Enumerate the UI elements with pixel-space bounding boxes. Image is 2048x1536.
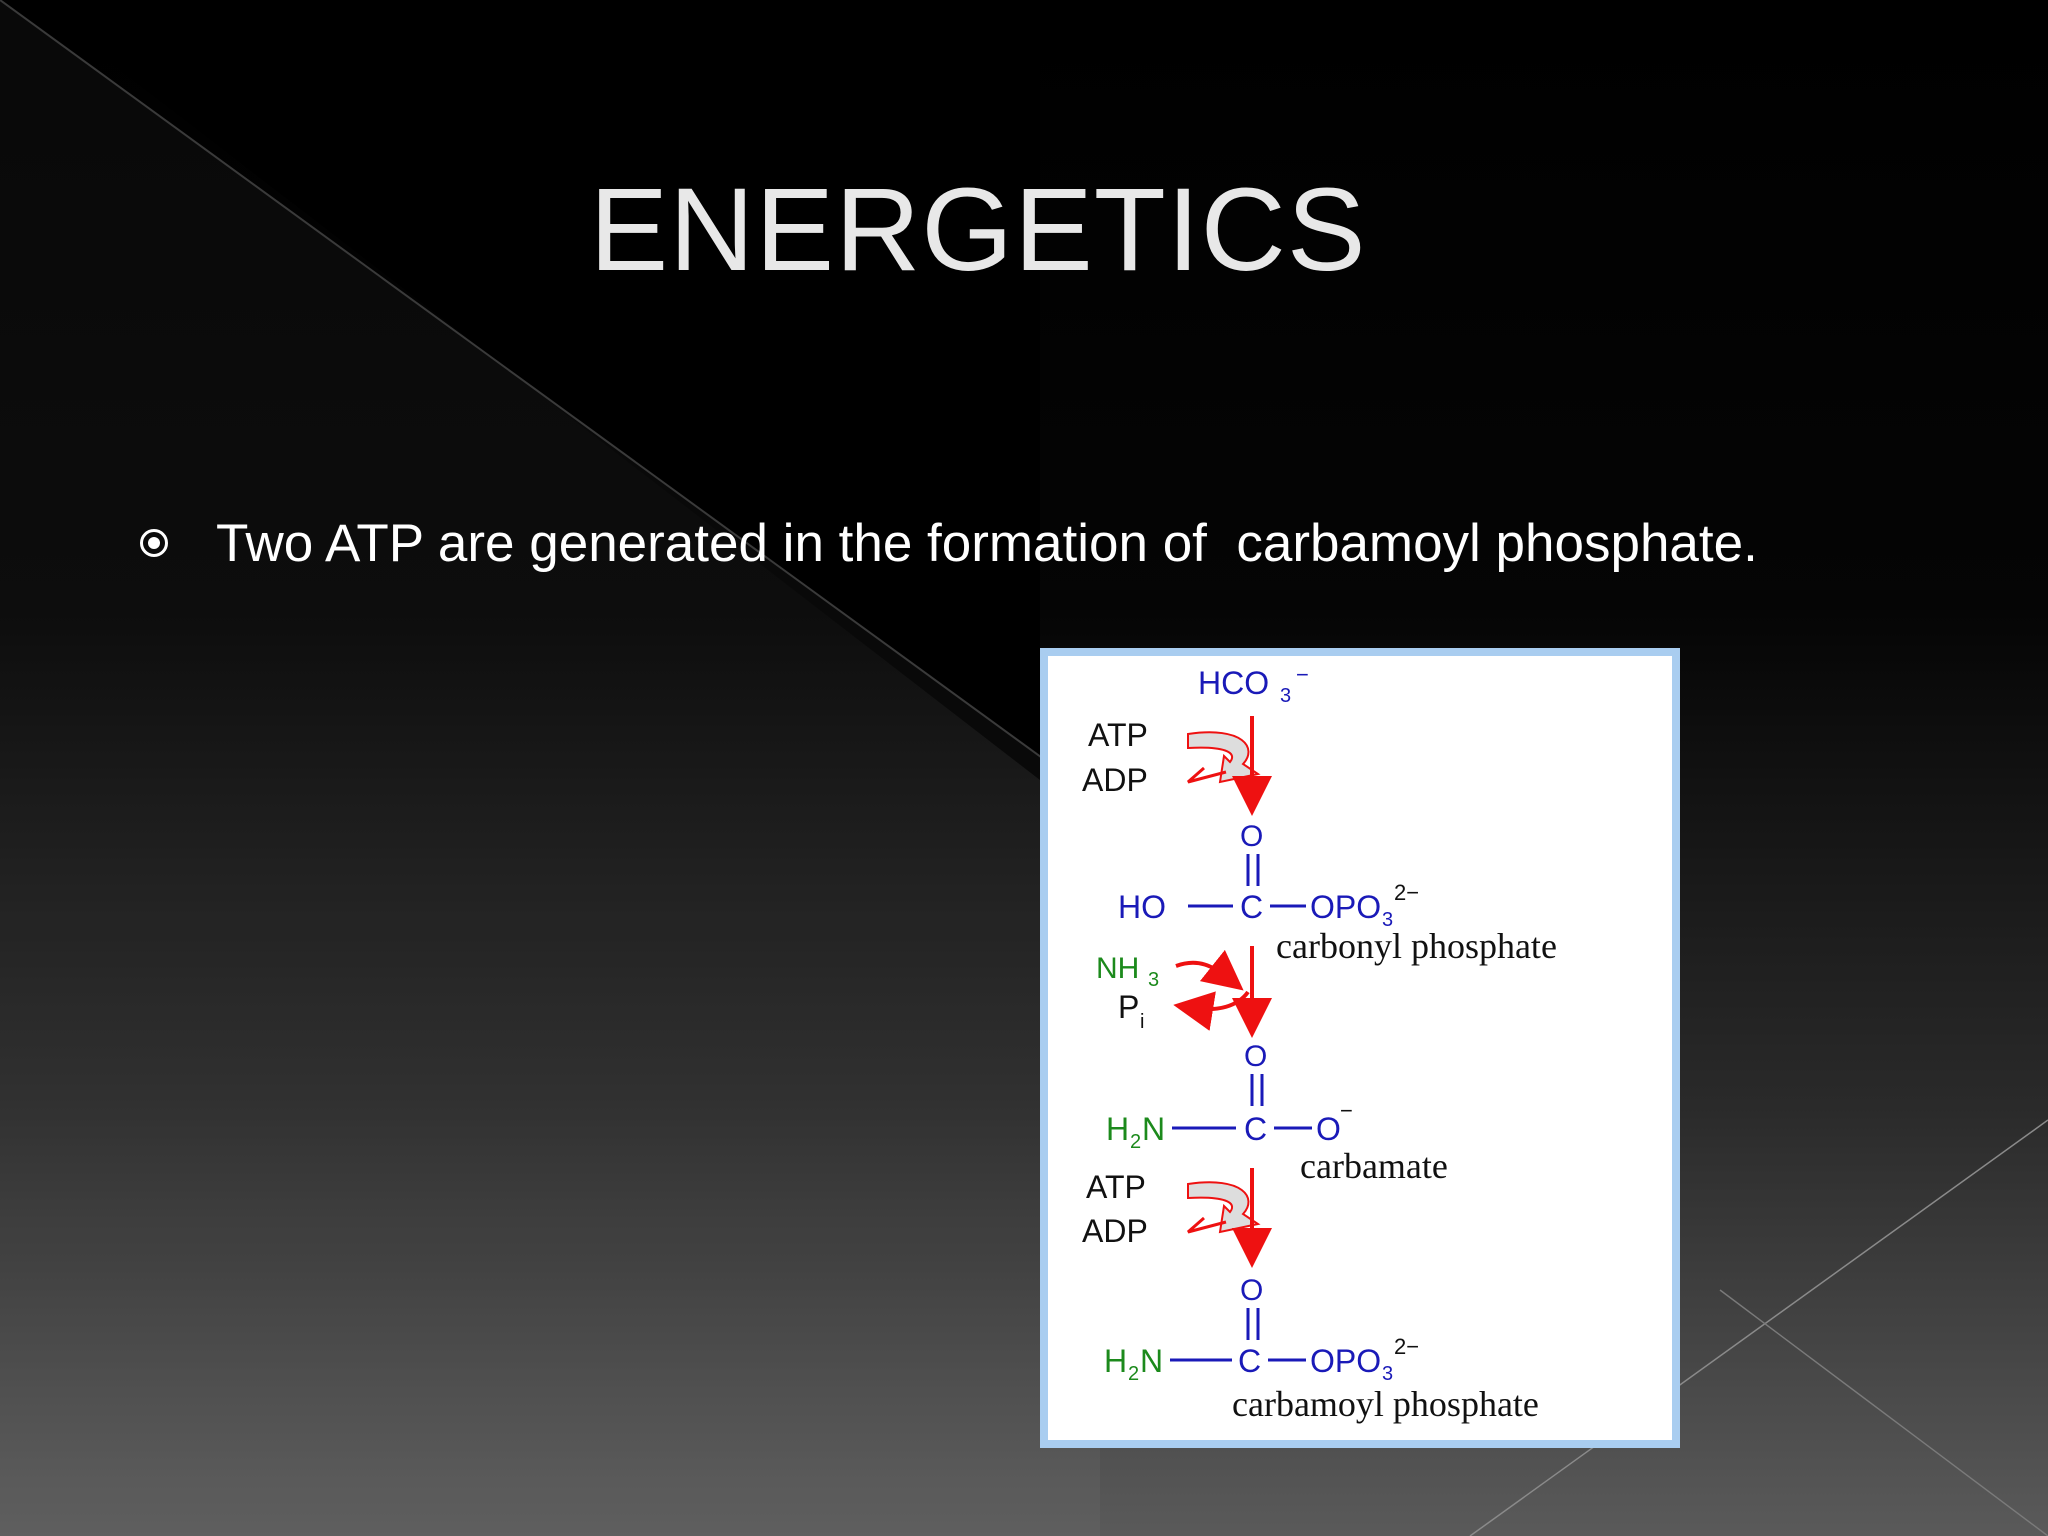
amine-label-1-n: N <box>1142 1111 1165 1147</box>
oxide-charge: − <box>1340 1098 1353 1123</box>
atp-label-2: ATP <box>1086 1169 1146 1205</box>
amine-label-2-sub: 2 <box>1128 1363 1139 1385</box>
background-dark-panel <box>0 0 1040 780</box>
pi-subscript: i <box>1140 1011 1144 1033</box>
ammonia-label: NH <box>1096 952 1139 985</box>
slide-title: ENERGETICS <box>589 164 1367 296</box>
carbonyl-oxygen-2: O <box>1244 1040 1267 1073</box>
phosphate-charge-2: 2− <box>1394 1334 1419 1359</box>
amine-label-1-sub: 2 <box>1130 1131 1141 1153</box>
phosphate-label-1: OPO <box>1310 889 1381 925</box>
hco3-subscript: 3 <box>1280 685 1291 707</box>
background-diagonal-line <box>0 0 1101 801</box>
ammonia-subscript: 3 <box>1148 969 1159 991</box>
carbamoyl-phosphate-label: carbamoyl phosphate <box>1232 1384 1539 1424</box>
hydroxyl-label: HO <box>1118 889 1166 925</box>
phosphate-subscript-2: 3 <box>1382 1363 1393 1385</box>
bullet-text: Two ATP are generated in the formation o… <box>216 513 1758 573</box>
atp-label-1: ATP <box>1088 717 1148 753</box>
amine-label-1-h: H <box>1106 1111 1129 1147</box>
adp-label-2: ADP <box>1082 1213 1148 1249</box>
bullet-item: Two ATP are generated in the formation o… <box>140 508 1758 578</box>
phosphate-label-2: OPO <box>1310 1343 1381 1379</box>
carbon-label-1: C <box>1240 889 1263 925</box>
phosphate-charge-1: 2− <box>1394 880 1419 905</box>
carbon-label-2: C <box>1244 1111 1267 1147</box>
hco3-charge: − <box>1296 662 1309 687</box>
ammonia-arrow <box>1175 949 1244 991</box>
amine-label-2-n: N <box>1140 1343 1163 1379</box>
carbonyl-phosphate-label: carbonyl phosphate <box>1276 926 1557 966</box>
oxide-label: O <box>1316 1111 1341 1147</box>
adp-label-1: ADP <box>1082 762 1148 798</box>
hco3-label: HCO <box>1198 665 1269 701</box>
carbonyl-oxygen-3: O <box>1240 1274 1263 1307</box>
carbamoyl-phosphate-diagram: HCO 3 − ATP ADP O HO C OPO 3 2− carbonyl… <box>1040 648 1680 1448</box>
background-line-right-1 <box>1469 1119 2048 1536</box>
phosphate-subscript-1: 3 <box>1382 909 1393 931</box>
radio-bullet-icon <box>140 529 168 557</box>
carbon-label-3: C <box>1238 1343 1261 1379</box>
background-line-right-2 <box>1719 1289 2048 1536</box>
carbamate-label: carbamate <box>1300 1146 1448 1186</box>
pi-label: P <box>1118 989 1139 1025</box>
adp-return-arrow-2 <box>1187 1216 1227 1234</box>
carbonyl-oxygen-1: O <box>1240 820 1263 853</box>
amine-label-2-h: H <box>1104 1343 1127 1379</box>
adp-return-arrow-1 <box>1187 766 1227 784</box>
pi-release-arrow <box>1173 990 1250 1031</box>
